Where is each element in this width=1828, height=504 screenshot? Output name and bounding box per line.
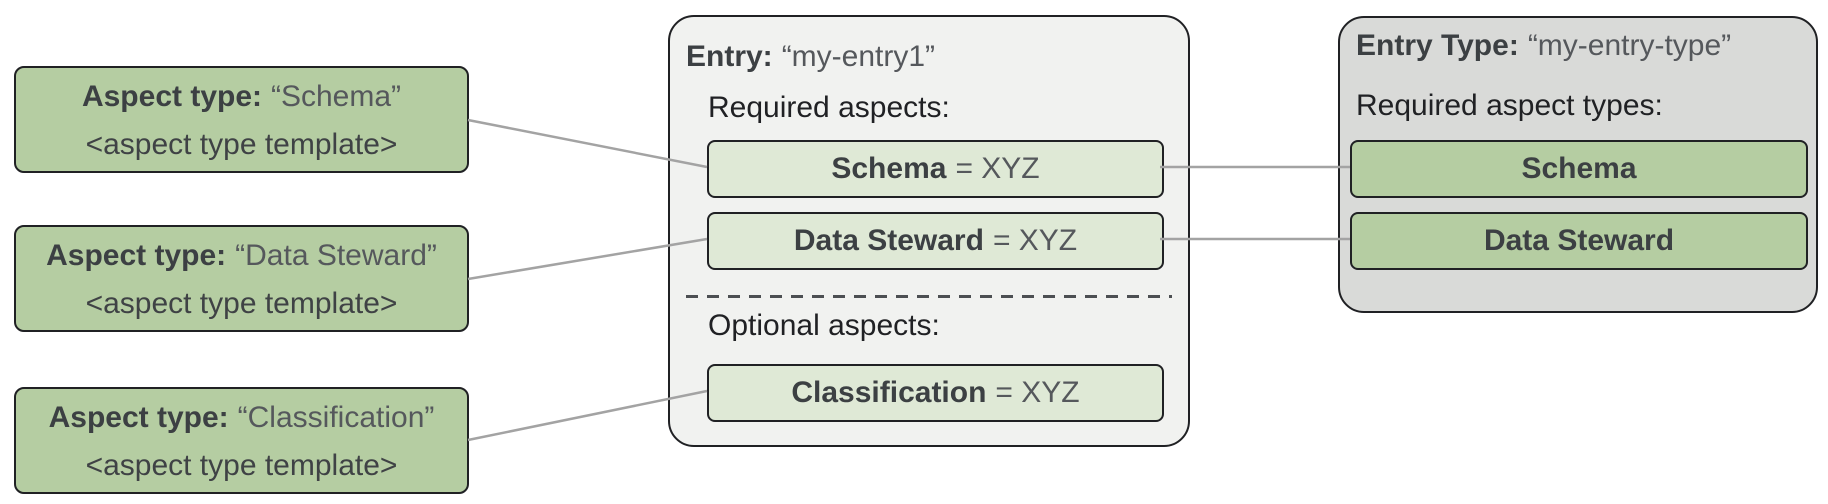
aspect-name: Classification xyxy=(791,376,987,409)
entry-type-name: “my-entry-type” xyxy=(1527,29,1732,62)
required-aspect-types-heading: Required aspect types: xyxy=(1356,89,1663,122)
entry-box: Entry:“my-entry1” Required aspects: Sche… xyxy=(668,15,1190,447)
aspect-type-box-data-steward: Aspect type:“Data Steward” <aspect type … xyxy=(14,225,469,332)
aspect-value: = XYZ xyxy=(955,152,1040,185)
aspect-type-name: “Classification” xyxy=(237,401,435,434)
aspect-value: = XYZ xyxy=(995,376,1080,409)
entry-label: Entry: xyxy=(686,40,773,73)
entry-required-data-steward: Data Steward= XYZ xyxy=(707,212,1164,270)
aspect-type-name: “Data Steward” xyxy=(235,239,437,272)
aspect-type-label: Aspect type: xyxy=(81,80,262,113)
entry-type-required-data-steward: Data Steward xyxy=(1350,212,1808,270)
entry-title: Entry:“my-entry1” xyxy=(686,38,935,76)
aspect-type-title: Aspect type:“Classification” xyxy=(49,401,435,434)
aspect-type-name: Schema xyxy=(1521,152,1637,185)
entry-required-schema: Schema= XYZ xyxy=(707,140,1164,198)
required-aspects-heading: Required aspects: xyxy=(708,91,950,124)
aspect-name: Data Steward xyxy=(793,224,984,257)
aspect-type-box-classification: Aspect type:“Classification” <aspect typ… xyxy=(14,387,469,494)
entry-type-required-schema: Schema xyxy=(1350,140,1808,198)
entry-type-label: Entry Type: xyxy=(1356,29,1519,62)
aspect-type-label: Aspect type: xyxy=(46,239,227,272)
aspect-type-label: Aspect type: xyxy=(48,401,229,434)
optional-aspects-heading: Optional aspects: xyxy=(708,309,940,342)
entry-optional-classification: Classification= XYZ xyxy=(707,364,1164,422)
entry-type-box: Entry Type:“my-entry-type” Required aspe… xyxy=(1338,16,1818,313)
aspect-type-template: <aspect type template> xyxy=(85,287,398,320)
aspect-name: Schema xyxy=(831,152,947,185)
aspect-type-name: Data Steward xyxy=(1483,224,1675,257)
aspect-type-template: <aspect type template> xyxy=(85,128,398,161)
aspect-type-title: Aspect type:“Data Steward” xyxy=(46,239,437,272)
aspect-type-name: “Schema” xyxy=(271,80,402,113)
entry-name: “my-entry1” xyxy=(781,40,936,73)
aspect-type-template: <aspect type template> xyxy=(85,449,398,482)
aspect-type-box-schema: Aspect type: “Schema” <aspect type templa… xyxy=(14,66,469,173)
aspect-type-title: Aspect type: “Schema” xyxy=(82,80,401,113)
required-optional-divider xyxy=(686,295,1172,298)
entry-type-title: Entry Type:“my-entry-type” xyxy=(1356,27,1731,65)
aspect-value: = XYZ xyxy=(992,224,1078,257)
